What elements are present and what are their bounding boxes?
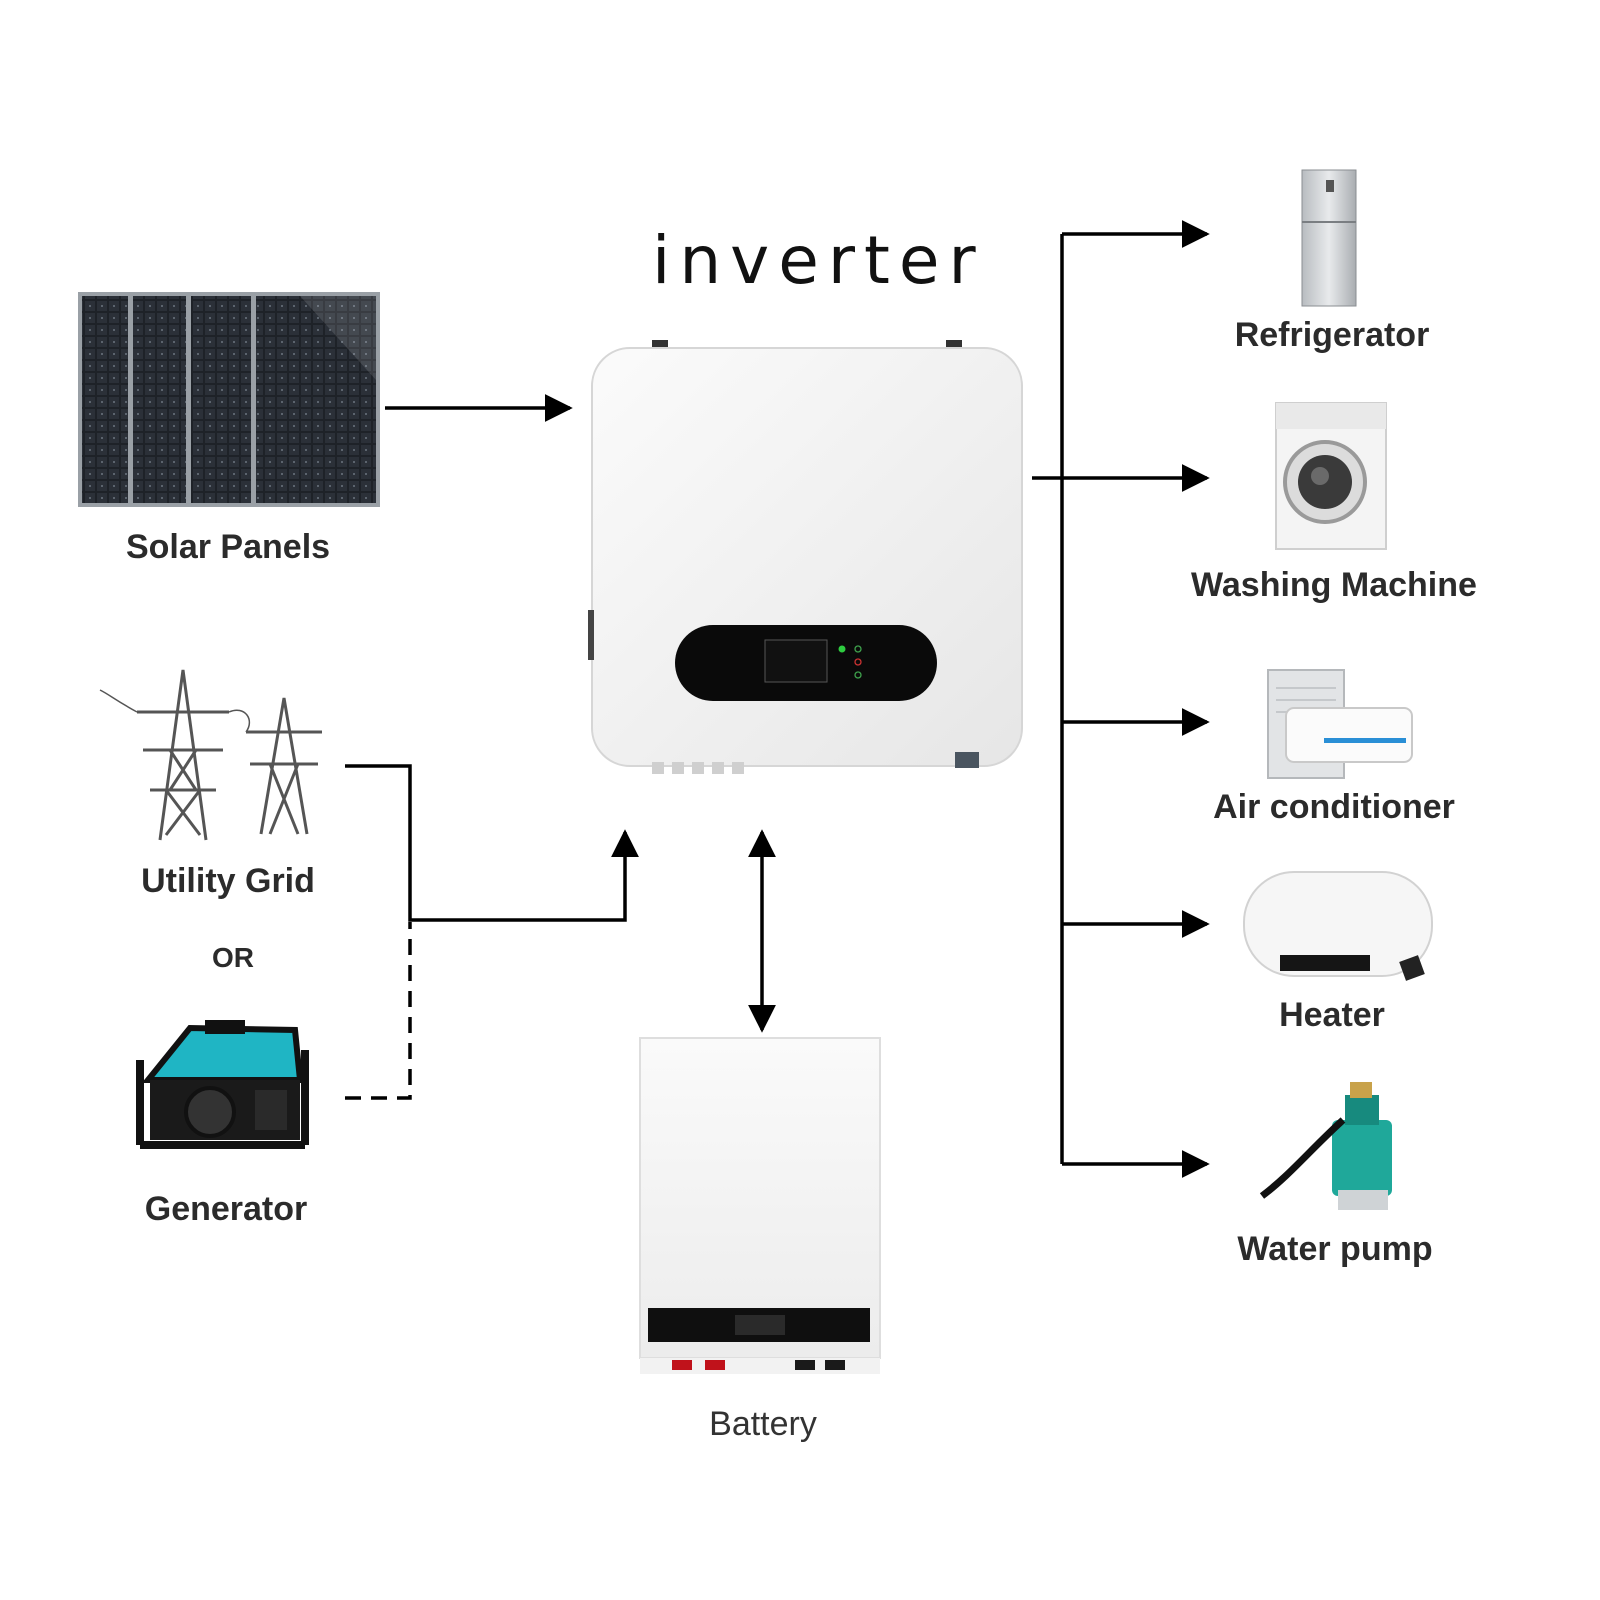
utility-grid-icon [99,669,322,841]
dashed-generator-line [345,922,412,1100]
battery-label: Battery [709,1405,817,1443]
air-conditioner-label: Air conditioner [1213,788,1455,826]
battery-device [639,1037,881,1374]
heater-icon [1243,871,1433,981]
inverter-device [588,340,1023,774]
washing-machine-label: Washing Machine [1191,566,1477,604]
water-pump-icon [1259,1082,1392,1210]
refrigerator-label: Refrigerator [1234,316,1430,354]
diagram-title: inverter [652,222,985,299]
water-pump-label: Water pump [1237,1230,1433,1268]
air-conditioner-icon [1267,669,1413,779]
generator-icon [136,1020,309,1149]
heater-label: Heater [1279,996,1385,1034]
refrigerator-icon [1301,169,1357,307]
connector-lines [345,220,1210,1178]
or-label: OR [212,942,254,973]
generator-label: Generator [144,1190,308,1228]
utility-grid-label: Utility Grid [141,862,315,900]
washing-machine-icon [1275,402,1387,550]
solar-panels-label: Solar Panels [125,528,331,566]
solar-panels-icon [78,292,380,507]
arrow-grid-to-inverter [345,764,639,922]
